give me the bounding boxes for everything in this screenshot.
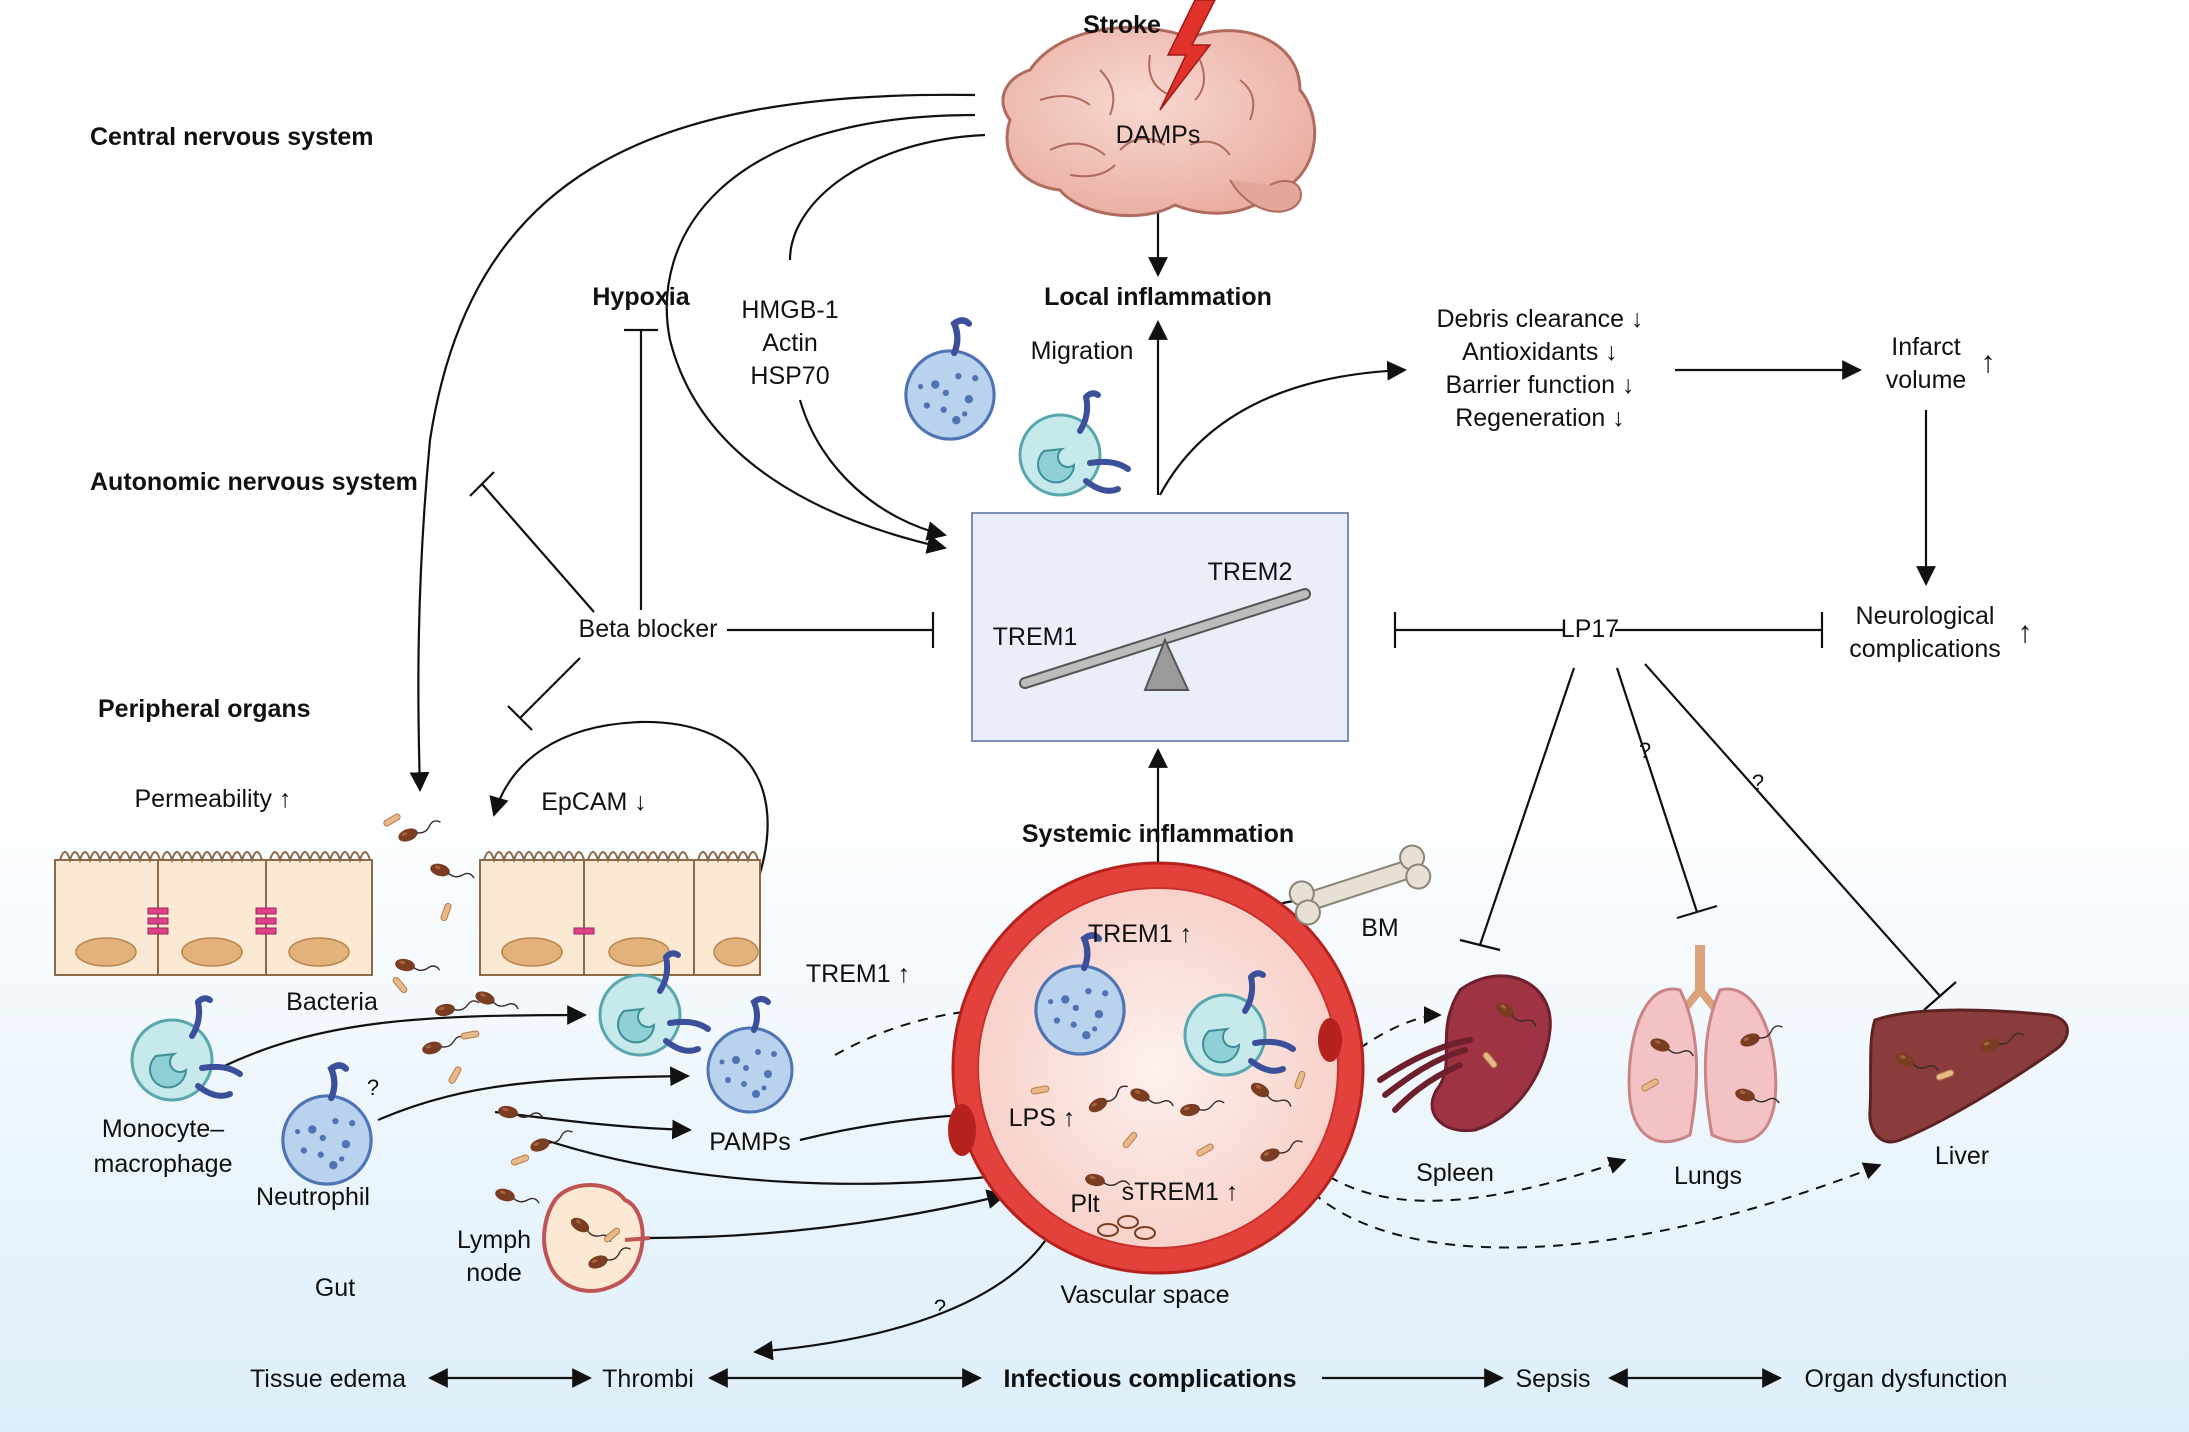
migration-label: Migration: [1031, 337, 1134, 365]
debris-clearance-label: Debris clearance ↓: [1436, 305, 1643, 333]
infectious-complications-label: Infectious complications: [1003, 1365, 1296, 1393]
liver-illustration: [1868, 1008, 2069, 1144]
spleen-label: Spleen: [1416, 1159, 1494, 1187]
lungs-illustration: [1627, 945, 1786, 1144]
spleen-illustration: [1377, 974, 1552, 1133]
trem1-balance-label: TREM1: [993, 623, 1078, 651]
monocyte-label: Monocyte–: [102, 1115, 224, 1143]
bm-label: BM: [1361, 914, 1399, 942]
lymph-node-illustration: [542, 1183, 651, 1293]
sepsis-label: Sepsis: [1515, 1365, 1590, 1393]
tissue-edema-label: Tissue edema: [250, 1365, 406, 1393]
lungs-label: Lungs: [1674, 1162, 1742, 1190]
barrier-function-label: Barrier function ↓: [1446, 371, 1635, 399]
blood-vessel: [948, 861, 1365, 1275]
gut-epithelium: [54, 851, 761, 976]
peripheral-heading: Peripheral organs: [98, 695, 311, 723]
epcam-label: EpCAM ↓: [541, 788, 647, 816]
bacteria-label: Bacteria: [286, 988, 378, 1016]
liver-label: Liver: [1935, 1142, 1989, 1170]
brain-illustration: [1001, 0, 1317, 218]
strem1-label: sTREM1 ↑: [1122, 1178, 1239, 1206]
infarct-label: Infarct: [1891, 333, 1961, 361]
neurological-label: Neurological: [1856, 602, 1995, 630]
beta-blocker-label: Beta blocker: [579, 615, 718, 643]
plt-label: Plt: [1070, 1190, 1099, 1218]
pamps-label: PAMPs: [709, 1128, 791, 1156]
cns-heading: Central nervous system: [90, 123, 373, 151]
volume-label: volume: [1886, 366, 1967, 394]
vascular-space-label: Vascular space: [1060, 1281, 1229, 1309]
neutrophil-question: ?: [367, 1075, 379, 1100]
monocyte-migration: [1020, 393, 1128, 495]
vessel-trem1-label: TREM1 ↑: [1088, 920, 1192, 948]
connector-lines: [219, 93, 1957, 1388]
lightning-icon: [1159, 0, 1216, 111]
lymph-label: Lymph: [457, 1226, 531, 1254]
permeability-label: Permeability ↑: [135, 785, 292, 813]
trem-balance-box: [971, 512, 1349, 742]
hsp70-label: HSP70: [750, 362, 829, 390]
lp17-label: LP17: [1561, 615, 1619, 643]
lps-label: LPS ↑: [1009, 1104, 1076, 1132]
seesaw-icon: [1019, 588, 1311, 691]
organ-dysfunction-label: Organ dysfunction: [1805, 1365, 2008, 1393]
macrophage-label: macrophage: [94, 1150, 233, 1178]
thrombi-question: ?: [934, 1295, 946, 1320]
damps-label: DAMPs: [1116, 121, 1201, 149]
systemic-inflammation-label: Systemic inflammation: [1022, 820, 1294, 848]
complications-label: complications: [1849, 635, 2000, 663]
antioxidants-label: Antioxidants ↓: [1462, 338, 1618, 366]
hypoxia-label: Hypoxia: [592, 283, 690, 311]
neutrophil-migration: [906, 320, 994, 439]
thrombi-label: Thrombi: [602, 1365, 694, 1393]
infarct-up-arrow: ↑: [1981, 346, 1996, 379]
gut-label: Gut: [315, 1274, 355, 1302]
liver-question: ?: [1752, 770, 1764, 795]
local-inflammation-label: Local inflammation: [1044, 283, 1272, 311]
stroke-label: Stroke: [1083, 11, 1161, 39]
ans-heading: Autonomic nervous system: [90, 468, 418, 496]
hmgb1-label: HMGB-1: [741, 296, 838, 324]
lungs-question: ?: [1639, 738, 1651, 763]
gut-trem1-label: TREM1 ↑: [806, 960, 910, 988]
regeneration-label: Regeneration ↓: [1455, 404, 1625, 432]
neutrophil-label: Neutrophil: [256, 1183, 370, 1211]
actin-label: Actin: [762, 329, 818, 357]
node-label: node: [466, 1259, 522, 1287]
neuro-up-arrow: ↑: [2018, 616, 2033, 649]
trem2-balance-label: TREM2: [1208, 558, 1293, 586]
bone-marrow-icon: [1288, 844, 1432, 926]
